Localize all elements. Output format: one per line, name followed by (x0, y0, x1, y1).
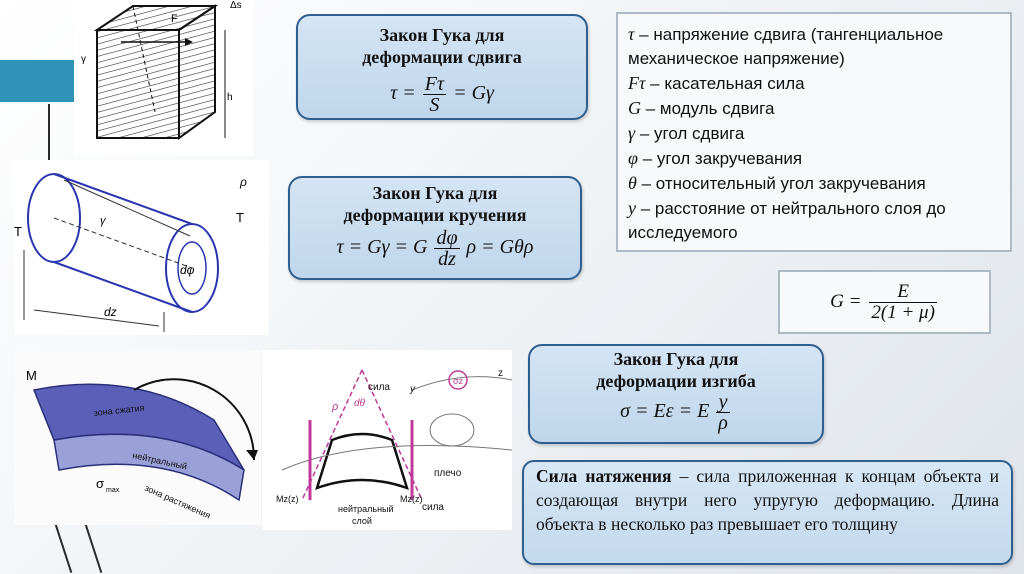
bending2d-y: y (409, 384, 416, 395)
bending-2d-figure: ρ dθ сила сила y плечо нейтральный слой … (262, 350, 513, 530)
legend-symbol: γ (628, 123, 636, 143)
bending-law-box: Закон Гука для деформации изгиба σ = Eε … (528, 344, 824, 444)
deco-line (53, 521, 73, 573)
bending-3d-figure: M зона сжатия нейтральный зона растяжени… (14, 350, 261, 525)
torsion-law-title: Закон Гука для деформации кручения (343, 183, 527, 225)
legend-symbol: y (628, 198, 636, 218)
legend-symbol: φ (628, 148, 638, 168)
shear-law-title: Закон Гука для деформации сдвига (362, 25, 522, 67)
legend-text: – угол закручевания (637, 149, 803, 168)
shear-force-label: F (171, 13, 178, 25)
bending2d-sigma-z: σz (453, 376, 464, 386)
legend-text: – угол сдвига (635, 124, 745, 143)
legend-item: τ – напряжение сдвига (тангенциальное ме… (628, 22, 1000, 71)
torsion-dphi: dφ (180, 263, 195, 277)
torsion-rho: ρ (239, 175, 247, 189)
deco-line (83, 521, 103, 573)
torsion-formula-lhs: τ = Gγ = G (336, 236, 428, 259)
legend-item: θ – относительный угол закручевания (628, 171, 1000, 196)
modulus-frac-den: 2(1 + μ) (871, 301, 935, 323)
bending-frac-den: ρ (718, 412, 728, 434)
shear-gamma-label: γ (81, 54, 86, 65)
legend-item: γ – угол сдвига (628, 121, 1000, 146)
legend-symbol: G (628, 98, 641, 118)
deco-line (48, 104, 50, 164)
shear-frac-den: S (429, 94, 440, 116)
bending2d-mz-right: Mz(z) (400, 494, 423, 504)
torsion-formula-rhs: ρ = Gθρ (466, 236, 534, 259)
legend-text: – расстояние от нейтрального слоя до исс… (628, 199, 946, 242)
bending2d-mz-left: Mz(z) (276, 494, 299, 504)
legend-text: – напряжение сдвига (тангенциальное меха… (628, 25, 944, 68)
legend-text: – относительный угол закручевания (636, 174, 926, 193)
torsion-law-box: Закон Гука для деформации кручения τ = G… (288, 176, 582, 280)
bending2d-neutral-1: нейтральный (338, 504, 394, 514)
modulus-frac-num: E (869, 281, 937, 303)
legend-item: φ – угол закручевания (628, 146, 1000, 171)
tension-definition: Сила натяжения – сила приложенная к конц… (522, 460, 1013, 565)
accent-stripe (0, 60, 74, 102)
legend-symbol: Fτ (628, 73, 646, 93)
torsion-frac-den: dz (438, 248, 456, 270)
bending-frac-num: y (716, 392, 730, 413)
shear-frac-num: Fτ (422, 73, 447, 95)
torsion-t-left: T (14, 224, 22, 239)
shear-formula-rhs: = Gγ (453, 82, 494, 105)
bending2d-z: z (498, 368, 503, 379)
legend-text: – модуль сдвига (641, 99, 775, 118)
tension-term: Сила натяжения (536, 466, 672, 486)
bending2d-arm: плечо (434, 468, 462, 479)
bending3d-tension: зона растяжения (143, 483, 212, 521)
shear-figure: h Δs F γ (75, 0, 253, 156)
bending-law-title: Закон Гука для деформации изгиба (596, 349, 756, 391)
bending2d-dtheta: dθ (354, 398, 366, 409)
legend-item: y – расстояние от нейтрального слоя до и… (628, 196, 1000, 245)
legend-symbol: θ (628, 173, 637, 193)
modulus-lhs: G = (830, 291, 862, 312)
legend-list: τ – напряжение сдвига (тангенциальное ме… (628, 22, 1000, 245)
bending2d-neutral-2: слой (352, 516, 372, 526)
shear-delta-label: Δs (230, 0, 242, 11)
legend-item: Fτ – касательная сила (628, 71, 1000, 96)
bending-formula-lhs: σ = Eε = E (620, 400, 710, 423)
torsion-frac-num: dφ (434, 227, 460, 249)
shear-formula-lhs: τ = (390, 82, 416, 105)
symbols-legend: τ – напряжение сдвига (тангенциальное ме… (616, 12, 1012, 252)
legend-text: – касательная сила (645, 74, 805, 93)
bending3d-sigma-sub: max (106, 487, 120, 494)
torsion-t-right: T (236, 210, 244, 225)
torsion-dz: dz (104, 305, 117, 319)
bending3d-sigma: σ (96, 476, 104, 491)
bending2d-force-bottom: сила (422, 502, 444, 513)
shear-height-label: h (227, 92, 233, 103)
legend-item: G – модуль сдвига (628, 96, 1000, 121)
torsion-gamma: γ (100, 215, 107, 227)
legend-symbol: τ (628, 24, 635, 44)
bending2d-force-top: сила (368, 382, 390, 393)
bending3d-moment: M (26, 368, 37, 383)
bending2d-rho: ρ (331, 401, 338, 413)
tension-text: – сила приложенная к концам объекта и со… (536, 466, 999, 534)
torsion-figure: T T ρ dφ dz γ (14, 160, 269, 335)
